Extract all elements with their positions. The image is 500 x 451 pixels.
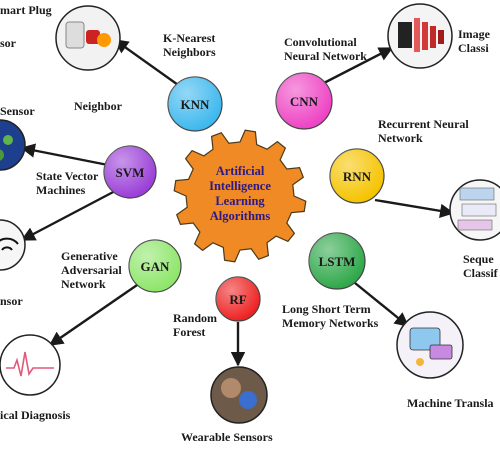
svm-label-line-2: Machines — [36, 183, 86, 197]
gan-label-line-3: Network — [61, 277, 106, 291]
gan-label-line-2: Adversarial — [61, 263, 122, 277]
sensor-top-label: Sensor — [0, 104, 35, 118]
cnn-abbr: CNN — [290, 94, 319, 109]
gan-label-line-1: Generative — [61, 249, 118, 263]
knn-abbr: KNN — [181, 97, 211, 112]
wearable-sensors-label: Wearable Sensors — [181, 430, 273, 444]
arrow-lstm-machine — [354, 282, 410, 327]
rf-label-line-1: Random — [173, 311, 217, 325]
smart-plug-label-line-2: sor — [0, 36, 17, 50]
arrow-svm-sensor-bottom — [20, 188, 118, 242]
lstm-label-line-2: Memory Networks — [282, 316, 379, 330]
arrow-cnn-image — [319, 46, 394, 87]
knn-label-line-1: K-Nearest — [163, 31, 215, 45]
knn-extra-label: Neighbor — [74, 99, 123, 113]
arrow-svm-sensor-top — [20, 143, 109, 167]
smart-plug-image — [55, 5, 121, 71]
arrow-rnn-sequence — [374, 198, 455, 218]
image-classification-label-line-2: Classi — [458, 41, 489, 55]
svm-abbr: SVM — [116, 165, 145, 180]
center-title-line-2: Intelligence — [209, 179, 271, 193]
node-cnn: CNN — [275, 72, 333, 130]
rf-label-line-2: Forest — [173, 325, 205, 339]
node-svm: SVM — [103, 145, 157, 199]
arrow-gan-medical — [48, 282, 141, 346]
medical-diagnosis-image — [0, 334, 61, 396]
arrows — [20, 39, 455, 367]
machine-translation-image — [396, 311, 464, 379]
sequence-classification-label-line-1: Seque — [463, 252, 494, 266]
sensor-bottom-label: nsor — [0, 294, 23, 308]
center-gear: Artificial Intelligence Learning Algorit… — [173, 129, 307, 263]
cnn-label-line-2: Neural Network — [284, 49, 367, 63]
center-title-line-4: Algorithms — [210, 209, 271, 223]
lstm-abbr: LSTM — [319, 254, 356, 269]
node-rf: RF — [215, 276, 261, 322]
sequence-classification-image — [449, 179, 500, 241]
rnn-abbr: RNN — [343, 169, 372, 184]
node-knn: KNN — [167, 76, 223, 132]
rnn-label-line-2: Network — [378, 131, 423, 145]
node-rnn: RNN — [329, 148, 385, 204]
rnn-label-line-1: Recurrent Neural — [378, 117, 469, 131]
center-title-line-1: Artificial — [216, 164, 265, 178]
node-lstm: LSTM — [308, 232, 366, 290]
sensor-top-image — [0, 119, 26, 171]
gear-icon — [173, 129, 307, 263]
svm-label-line-1: State Vector — [36, 169, 99, 183]
arrow-knn-smartplug — [113, 39, 189, 93]
machine-translation-label: Machine Transla — [407, 396, 494, 410]
lstm-label-line-1: Long Short Term — [282, 302, 371, 316]
smart-plug-label-line-1: mart Plug — [0, 3, 52, 17]
node-gan: GAN — [128, 239, 182, 293]
medical-diagnosis-label: ical Diagnosis — [0, 408, 71, 422]
gan-abbr: GAN — [141, 259, 171, 274]
knn-label-line-2: Neighbors — [163, 45, 216, 59]
sensor-bottom-image — [0, 219, 26, 271]
rf-abbr: RF — [229, 292, 246, 307]
wearable-sensors-image — [210, 366, 268, 424]
image-classification-label-line-1: Image — [458, 27, 491, 41]
sequence-classification-label-line-2: Classif — [463, 266, 499, 280]
center-title-line-3: Learning — [215, 194, 265, 208]
image-classification-image — [387, 3, 453, 69]
cnn-label-line-1: Convolutional — [284, 35, 357, 49]
